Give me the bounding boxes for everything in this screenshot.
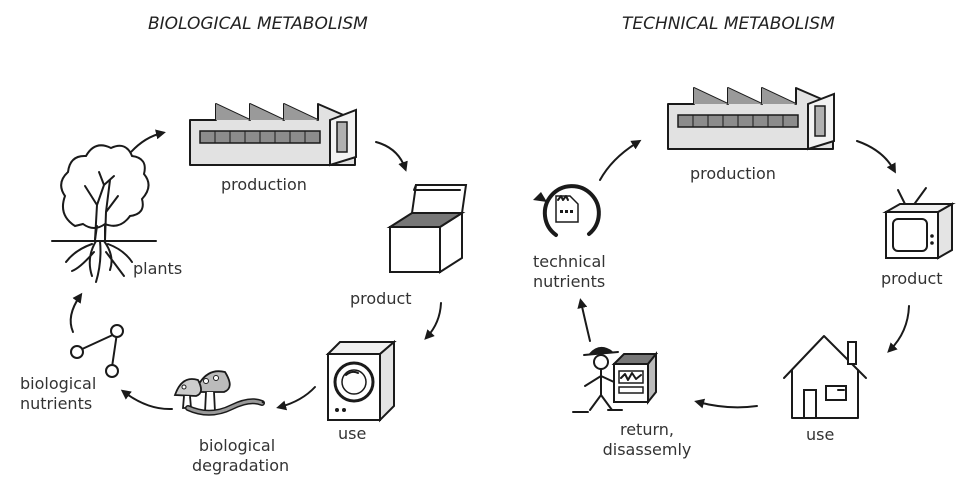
arrow-use-to-return (694, 398, 758, 409)
technical-metabolism-title: TECHNICAL METABOLISM (622, 14, 835, 34)
arrow-production-to-product (856, 140, 896, 174)
tech-nutrients-line2: nutrients (533, 272, 606, 291)
bio-use-label: use (338, 424, 367, 443)
arrow-use-to-degradation (276, 386, 316, 411)
bio-product-label: product (350, 289, 412, 308)
person-disassembly-icon (572, 347, 659, 413)
bio-nutrients-line2: nutrients (20, 394, 93, 413)
tech-product-label: product (881, 269, 943, 288)
factory-icon (189, 103, 357, 167)
arrow-nutrients-to-production (599, 139, 642, 181)
bio-degradation-line1: biological (198, 436, 276, 455)
arrow-product-to-use (887, 305, 910, 353)
bio-degradation-line2: degradation (192, 456, 290, 475)
washing-machine-icon (325, 339, 397, 423)
bio-degradation-label: biological degradation (192, 436, 290, 476)
tech-nutrients-line1: technical (533, 252, 606, 271)
return-line2: disassemly (602, 440, 692, 459)
mushroom-worm-icon (173, 370, 265, 416)
arrow-nutrients-to-plants (69, 292, 83, 333)
arrow-production-to-product (375, 141, 408, 172)
return-line1: return, (619, 420, 674, 439)
house-icon (783, 335, 867, 419)
tech-nutrients-label: technical nutrients (533, 252, 606, 292)
box-icon (386, 184, 468, 274)
return-disassembly-label: return, disassemly (597, 420, 697, 460)
arrow-plants-to-production (130, 129, 166, 153)
factory-icon (667, 87, 835, 151)
plants-label: plants (133, 259, 183, 278)
tv-icon (882, 187, 956, 260)
biological-metabolism-title: BIOLOGICAL METABOLISM (148, 14, 368, 34)
tree-icon (51, 144, 157, 283)
arrow-degradation-to-nutrients (120, 389, 173, 411)
tech-production-label: production (690, 164, 776, 183)
tech-use-label: use (806, 425, 835, 444)
bio-nutrients-line1: biological (20, 374, 97, 393)
molecule-icon (70, 324, 124, 378)
arrow-return-to-nutrients (577, 298, 591, 342)
recycle-chip-icon (533, 184, 601, 237)
bio-production-label: production (221, 175, 307, 194)
arrow-product-to-use (424, 302, 442, 340)
bio-nutrients-label: biological nutrients (20, 374, 96, 414)
